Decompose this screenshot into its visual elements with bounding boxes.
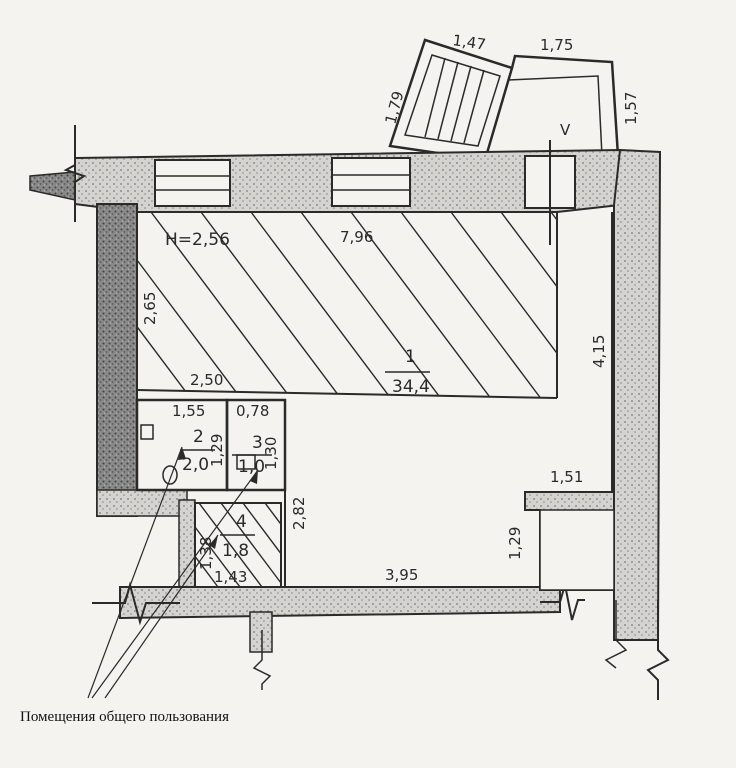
sink-icon — [140, 424, 154, 440]
dimension-label: 2,65 — [141, 292, 159, 325]
landing — [507, 54, 620, 157]
hatch-line — [264, 503, 281, 526]
room4-number: 4 — [236, 512, 247, 532]
hatch-line — [0, 212, 91, 398]
room4-outline — [194, 502, 282, 588]
toilet-icon — [162, 465, 178, 485]
stair-step — [424, 57, 446, 138]
room2-area: 2,0 — [182, 455, 209, 475]
room4-hatching — [195, 503, 281, 587]
dimension-label: 4,15 — [590, 335, 608, 368]
dimension-label: 1,79 — [381, 89, 407, 126]
hatch-line — [400, 212, 542, 398]
hatch-line — [195, 555, 219, 587]
bottom-wall — [119, 586, 561, 620]
dimension-label: 2,82 — [290, 497, 308, 530]
wall-stub-bottom — [249, 611, 273, 653]
hatch-line — [350, 212, 492, 398]
room1-number: 1 — [405, 347, 416, 367]
room1-hatching — [0, 212, 557, 398]
wall-break-symbol — [63, 125, 87, 222]
window — [154, 159, 231, 207]
arrowhead-icon — [250, 470, 258, 484]
dimension-label: 7,96 — [340, 228, 373, 246]
walls — [29, 125, 670, 700]
leader-line — [104, 534, 219, 699]
room3-area: 1,0 — [238, 457, 265, 477]
top-wall-left-stub — [29, 171, 76, 201]
room3-number: 3 — [252, 433, 263, 453]
marker-v: V — [560, 121, 571, 139]
caption-text: Помещения общего пользования — [20, 709, 229, 725]
caption-leaders — [87, 446, 259, 699]
leader-line — [87, 446, 183, 699]
hatch-line — [150, 212, 292, 398]
stair-step — [437, 61, 459, 140]
room1-area: 34,4 — [392, 377, 430, 397]
window — [331, 157, 411, 207]
room2-number: 2 — [193, 427, 204, 447]
left-wall — [96, 203, 138, 517]
stair-steps-frame — [404, 54, 501, 147]
room1-bottom-line — [136, 389, 558, 399]
dimension-label: 0,78 — [236, 402, 269, 420]
dimension-label: 1,51 — [550, 468, 583, 486]
hatch-line — [450, 212, 557, 398]
dimension-label: 1,57 — [622, 92, 640, 125]
hatch-line — [500, 212, 557, 398]
room4-area: 1,8 — [222, 541, 249, 561]
wall-break-symbol — [604, 600, 628, 669]
hatch-line — [195, 525, 241, 587]
right-wall — [613, 148, 662, 641]
hatch-line — [220, 503, 281, 585]
dimension-label: 1,29 — [506, 527, 524, 560]
hatch-line — [300, 212, 442, 398]
arrowhead-icon — [209, 535, 218, 549]
landing-outline — [510, 54, 620, 157]
lower-left-wall — [96, 489, 188, 517]
leader-line — [91, 469, 259, 699]
hatch-line — [242, 503, 281, 555]
corridor-left-wall — [178, 499, 196, 591]
wall-break-symbol — [252, 630, 272, 690]
stair-step — [450, 65, 472, 142]
dimension-label: 1,55 — [172, 402, 205, 420]
dimension-label: 1,47 — [451, 31, 487, 53]
staircase — [388, 38, 514, 162]
dimension-label: 1,75 — [540, 36, 573, 54]
dimension-label: 1,30 — [262, 437, 280, 470]
hatch-line — [200, 212, 342, 398]
arrowhead-icon — [178, 447, 186, 460]
dimension-label: 2,50 — [190, 371, 223, 389]
wall-break-symbol — [540, 584, 585, 621]
partitions — [135, 212, 613, 588]
dimension-label: 1,29 — [208, 434, 226, 467]
hatch-line — [198, 503, 263, 587]
dimension-label: 3,95 — [385, 566, 418, 584]
stair-step — [463, 69, 485, 144]
hatch-line — [137, 212, 192, 398]
hatch-line — [250, 212, 392, 398]
wall-break-symbol — [92, 581, 180, 626]
landing-inner — [507, 75, 603, 157]
hatch-line — [137, 212, 242, 398]
ceiling-height-label: H=2,56 — [165, 230, 230, 250]
niche-inner — [539, 509, 615, 591]
wall-break-symbol — [646, 600, 670, 700]
dimension-label: 1,43 — [214, 568, 247, 586]
